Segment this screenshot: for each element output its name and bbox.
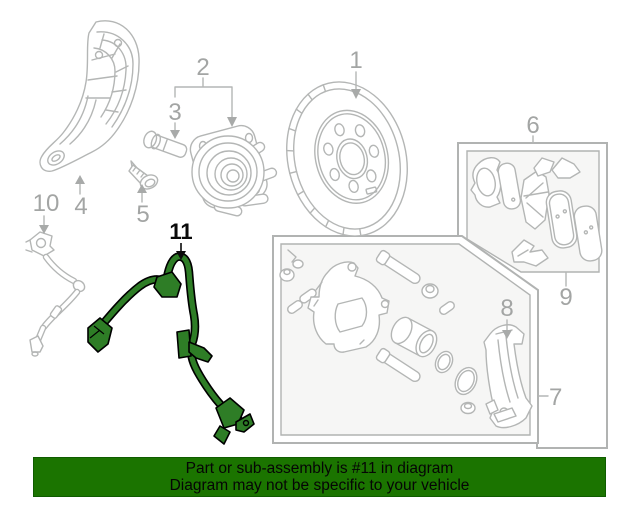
callout-2: 2 <box>196 54 209 81</box>
hub-assembly-illustration <box>189 124 278 217</box>
pad-kit-box <box>457 142 608 449</box>
callouts: 1 2 3 4 5 6 7 8 9 10 11 <box>33 47 573 411</box>
hose-bracket-illustration <box>25 231 86 357</box>
callout-5: 5 <box>136 201 149 228</box>
rotor-vent-slots <box>286 84 362 237</box>
caliper-illustration <box>279 249 478 415</box>
brake-pad-set-illustration <box>470 157 603 267</box>
caliper-bracket-illustration <box>483 324 533 429</box>
callout-11-highlighted: 11 <box>169 219 192 244</box>
callout-10: 10 <box>33 190 60 217</box>
caliper-box <box>272 235 539 444</box>
callout-7: 7 <box>549 384 562 411</box>
callout-1: 1 <box>349 47 362 74</box>
abs-sensor-wire-illustration <box>87 252 255 445</box>
callout-3: 3 <box>168 99 181 126</box>
callout-9: 9 <box>559 284 572 311</box>
caption-line-2: Diagram may not be specific to your vehi… <box>169 477 470 494</box>
splash-shield-illustration <box>39 20 140 172</box>
screw-illustration <box>128 160 159 190</box>
callout-8: 8 <box>500 295 513 322</box>
caption-line-1: Part or sub-assembly is #11 in diagram <box>185 460 454 477</box>
wheel-stud-illustration <box>143 130 188 158</box>
callout-6: 6 <box>526 112 539 139</box>
caption-banner: Part or sub-assembly is #11 in diagram D… <box>33 457 606 497</box>
callout-4: 4 <box>74 193 87 220</box>
rotor-lug-holes <box>323 123 380 194</box>
brake-rotor-illustration <box>286 81 408 237</box>
